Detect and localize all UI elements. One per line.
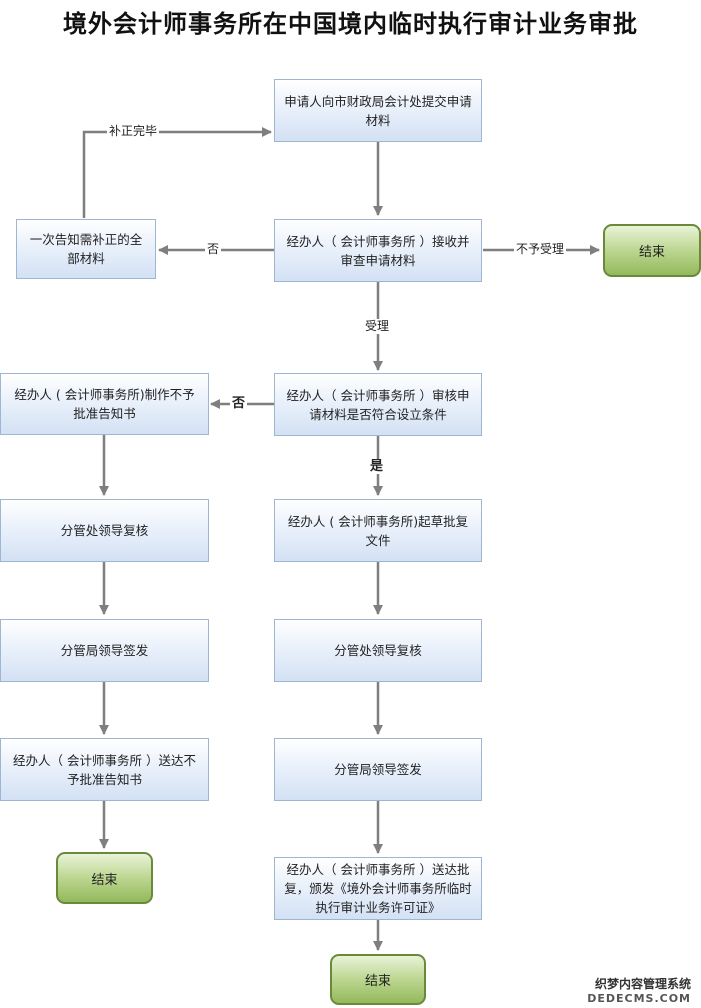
node-right-bureau-sign: 分管局领导签发 — [274, 738, 482, 801]
node-notify-correction: 一次告知需补正的全部材料 — [16, 219, 156, 279]
label-corrected: 补正完毕 — [107, 124, 160, 139]
node-receive-review: 经办人（ 会计师事务所 ）接收并审查申请材料 — [274, 219, 482, 282]
node-left-end: 结束 — [56, 852, 153, 904]
label-no: 否 — [205, 242, 222, 257]
node-reject-end: 结束 — [603, 224, 701, 277]
node-left-deliver-denial: 经办人（ 会计师事务所 ）送达不予批准告知书 — [0, 738, 209, 801]
node-right-deliver-approval: 经办人（ 会计师事务所 ）送达批复，颁发《境外会计师事务所临时执行审计业务许可证… — [274, 857, 482, 920]
node-draft-approval: 经办人 ( 会计师事务所)起草批复文件 — [274, 499, 482, 562]
node-submit-application: 申请人向市财政局会计处提交申请材料 — [274, 79, 482, 142]
page-title: 境外会计师事务所在中国境内临时执行审计业务审批 — [63, 10, 638, 38]
node-right-division-review: 分管处领导复核 — [274, 619, 482, 682]
node-left-bureau-sign: 分管局领导签发 — [0, 619, 209, 682]
label-not-accepted: 不予受理 — [514, 242, 567, 257]
node-make-denial-notice: 经办人 ( 会计师事务所)制作不予批准告知书 — [0, 373, 209, 435]
node-left-division-review: 分管处领导复核 — [0, 499, 209, 562]
label-no-bold: 否 — [230, 396, 248, 411]
node-audit-conditions: 经办人（ 会计师事务所 ）审核申请材料是否符合设立条件 — [274, 373, 482, 436]
arrow-notify-to-submit — [82, 127, 272, 218]
watermark-text: 织梦内容管理系统 — [594, 977, 691, 991]
node-right-end: 结束 — [330, 954, 426, 1005]
label-yes-bold: 是 — [368, 459, 386, 474]
label-accepted: 受理 — [363, 319, 392, 334]
watermark-domain: DEDECMS.COM — [587, 992, 691, 1005]
